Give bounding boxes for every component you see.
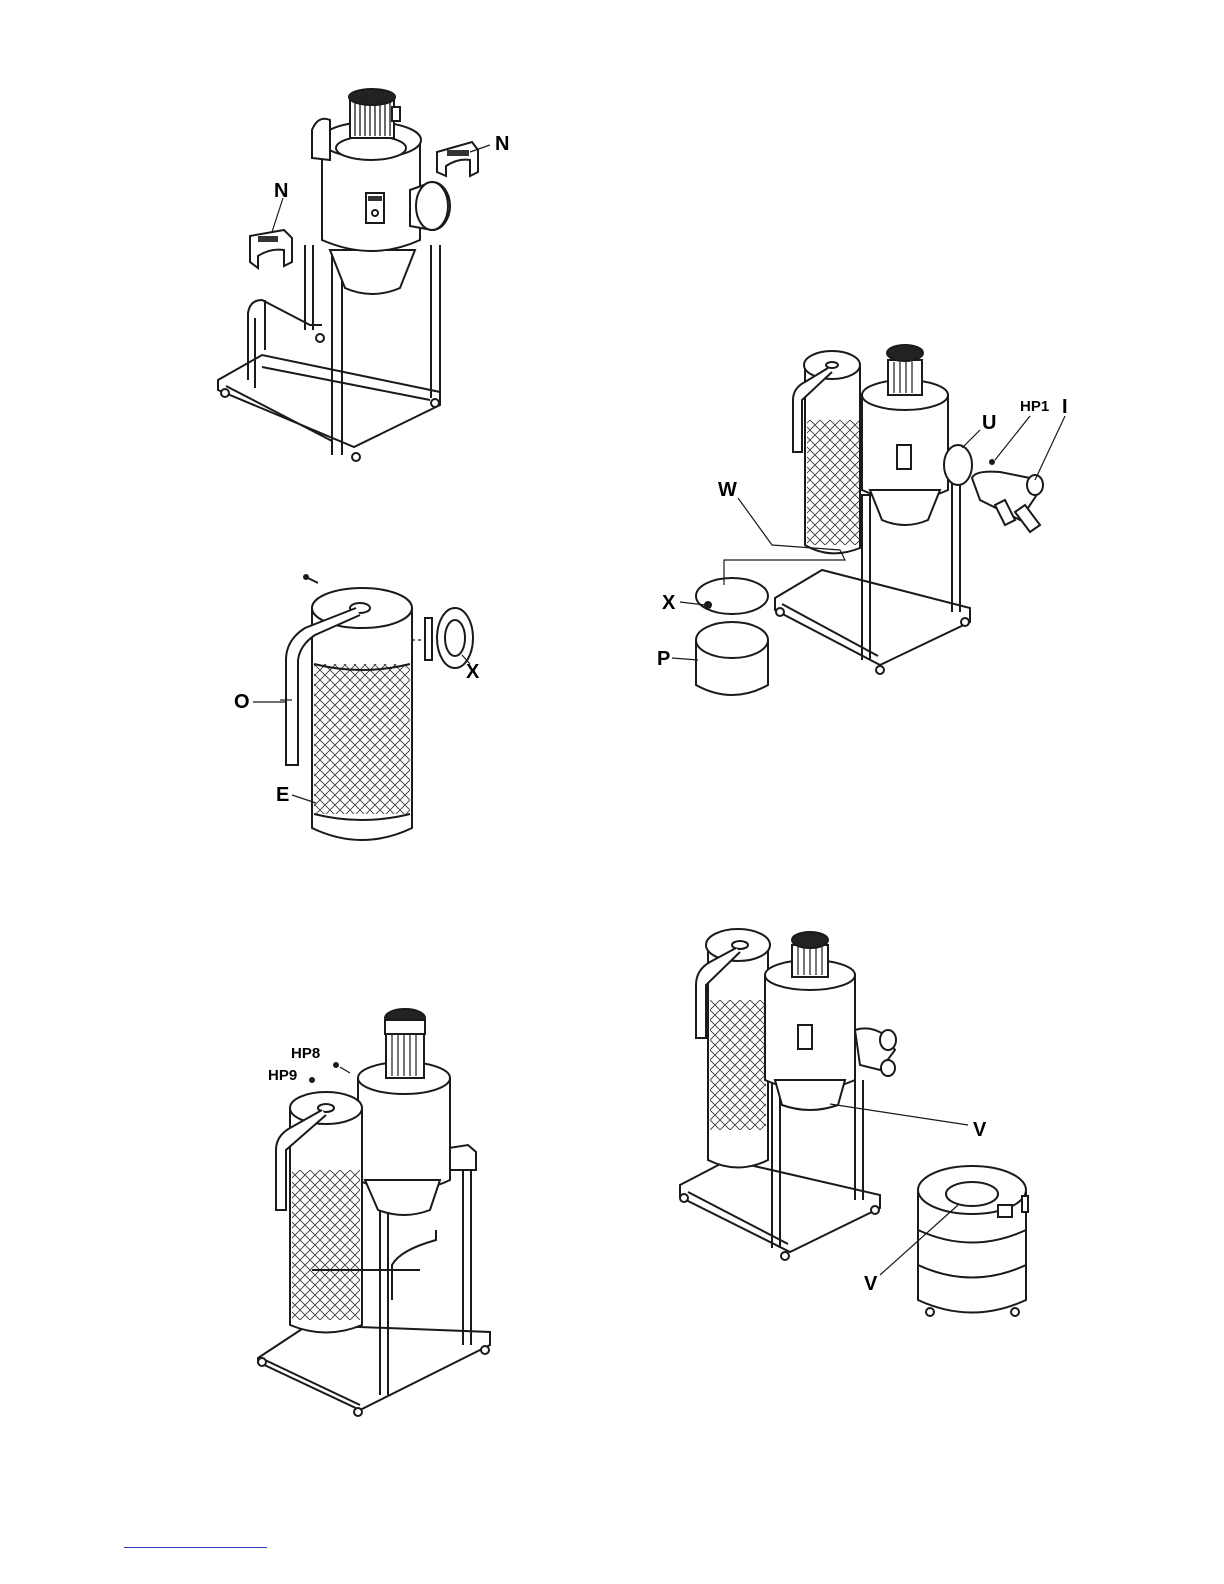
label-hp8: HP8 <box>291 1046 320 1061</box>
label-p-bag: P <box>657 649 670 669</box>
label-hp1: HP1 <box>1020 399 1049 414</box>
label-v-top: V <box>973 1120 986 1140</box>
footer-link-underline[interactable] <box>124 1547 267 1548</box>
label-x-flange: X <box>466 662 479 682</box>
label-o-tube: O <box>234 692 250 712</box>
label-i-fitting: I <box>1062 397 1068 417</box>
label-x-ring: X <box>662 593 675 613</box>
label-u-inlet: U <box>982 413 996 433</box>
label-n-left: N <box>274 181 288 201</box>
label-e-filter: E <box>276 785 289 805</box>
label-hp9: HP9 <box>268 1068 297 1083</box>
label-n-right: N <box>495 134 509 154</box>
figure-1-collector-handles <box>218 89 490 461</box>
figure-4-bag-inlet <box>672 345 1065 695</box>
label-v-bottom: V <box>864 1274 877 1294</box>
label-w: W <box>718 480 737 500</box>
